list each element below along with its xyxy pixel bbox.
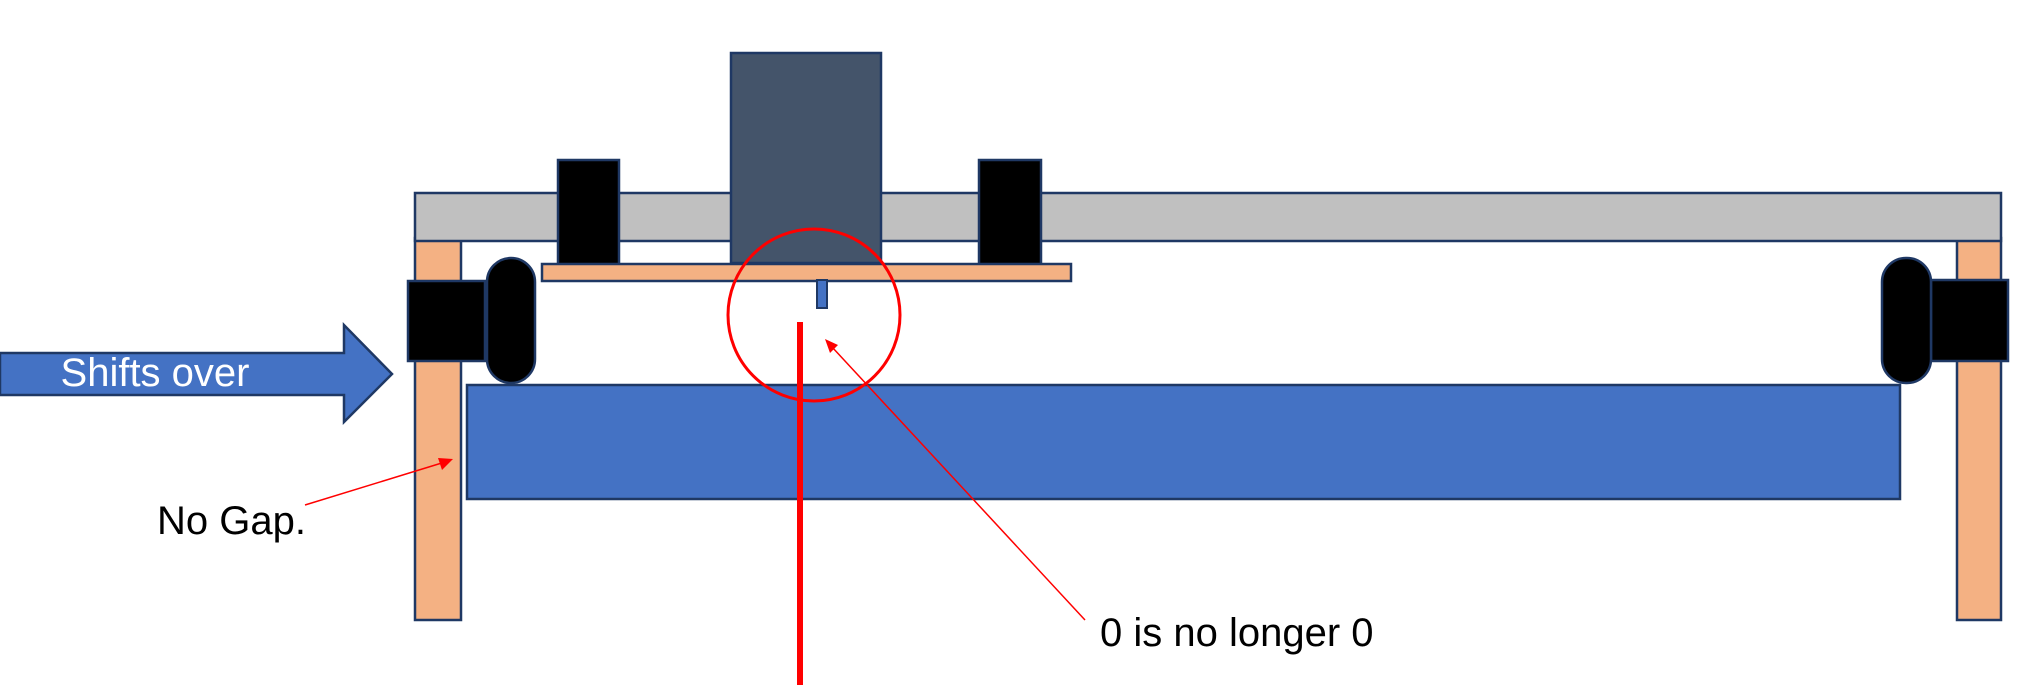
gantry-beam: [413, 191, 2003, 243]
carriage-block-left: [556, 158, 621, 268]
zero-note-pointer-line: [831, 346, 1086, 621]
spindle-motor: [729, 51, 883, 265]
no-gap-pointer-head: [438, 458, 453, 470]
carriage-block-right: [977, 158, 1043, 268]
workpiece: [465, 383, 1902, 501]
callout-circle: [726, 227, 902, 403]
zero-note-pointer-head: [825, 339, 838, 353]
right-side-block: [1929, 278, 2010, 363]
right-wheel: [1880, 256, 1933, 385]
no-gap-pointer-line: [304, 461, 446, 506]
zero-note-label: 0 is no longer 0: [1100, 611, 1374, 655]
left-wheel: [485, 256, 537, 385]
shift-arrow-label: Shifts over: [61, 351, 250, 395]
tool-bit: [816, 279, 828, 309]
carriage-plate: [540, 262, 1073, 283]
no-gap-label: No Gap.: [157, 499, 306, 543]
shift-arrow: [0, 321, 394, 426]
left-side-block: [406, 279, 487, 363]
